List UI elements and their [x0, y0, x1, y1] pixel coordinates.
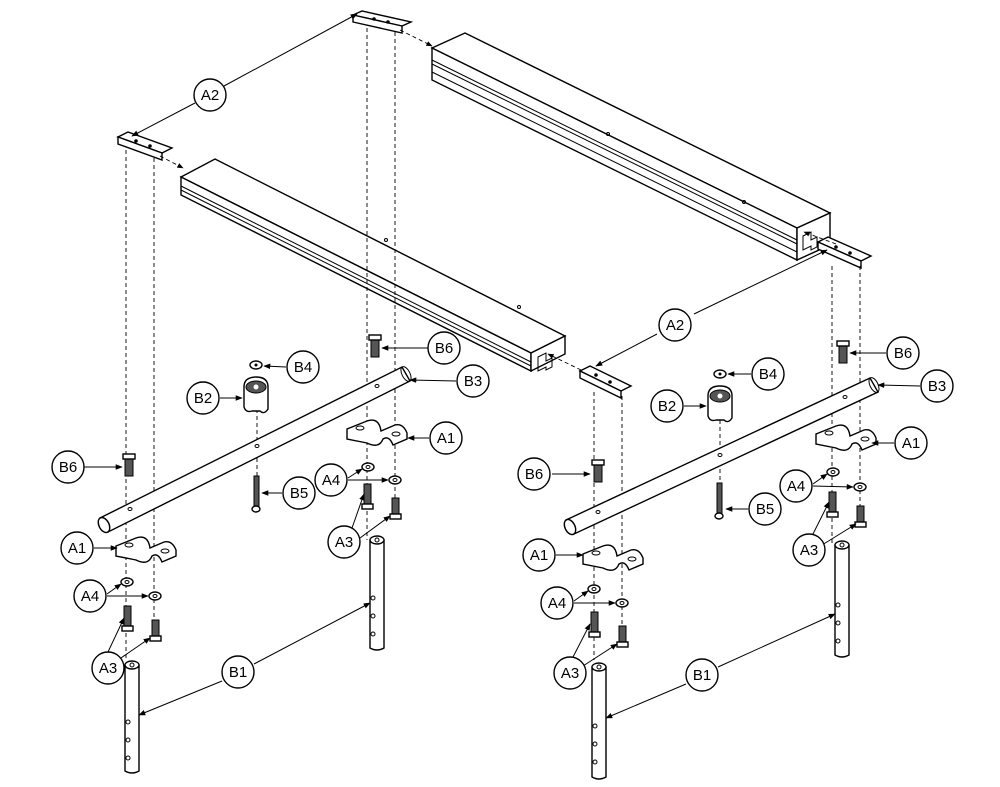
- callout-b5-left: B5: [282, 476, 316, 510]
- clamp-b2-left: [243, 376, 269, 414]
- leader-lines: [84, 13, 921, 719]
- svg-text:B6: B6: [435, 340, 453, 357]
- callout-b6-2: B6: [51, 450, 85, 484]
- svg-text:B3: B3: [464, 373, 482, 390]
- callout-a1-3: A1: [894, 426, 928, 460]
- leg-b1-4: [834, 540, 850, 658]
- bracket-a2-top-front: [116, 131, 174, 161]
- bracket-a2-right-back: [816, 236, 873, 270]
- svg-text:A3: A3: [99, 660, 117, 677]
- svg-text:A2: A2: [201, 87, 219, 104]
- saddle-a1-right-top: [815, 424, 877, 451]
- svg-text:B2: B2: [658, 398, 676, 415]
- svg-text:A1: A1: [437, 430, 455, 447]
- callout-b3-right: B3: [920, 369, 954, 403]
- callout-b5-right: B5: [748, 492, 782, 526]
- svg-text:A1: A1: [902, 435, 920, 452]
- svg-text:B6: B6: [59, 459, 77, 476]
- callout-b6-1: B6: [427, 331, 461, 365]
- svg-text:A3: A3: [800, 542, 818, 559]
- svg-text:B5: B5: [290, 485, 308, 502]
- saddle-a1-left-bottom: [115, 536, 177, 563]
- callout-a4-1: A4: [314, 463, 348, 497]
- callout-a2-left: A2: [193, 78, 227, 112]
- bracket-a2-right-front: [578, 365, 633, 400]
- svg-text:A4: A4: [81, 588, 99, 605]
- svg-text:A4: A4: [787, 478, 805, 495]
- callout-a4-3: A4: [779, 469, 813, 503]
- svg-text:B1: B1: [693, 667, 711, 684]
- svg-text:A4: A4: [322, 472, 340, 489]
- bracket-a2-top-back: [350, 10, 414, 34]
- saddle-a1-left-top: [346, 419, 408, 446]
- svg-text:A1: A1: [68, 540, 86, 557]
- callout-b6-4: B6: [517, 457, 551, 491]
- callout-b4-left: B4: [286, 350, 320, 384]
- leg-b1-3: [591, 662, 607, 780]
- callout-a1-4: A1: [522, 538, 556, 572]
- screws-b6: [122, 334, 850, 483]
- callout-b2-left: B2: [186, 381, 220, 415]
- rail-front: [179, 158, 567, 373]
- callout-b1-left: B1: [221, 655, 255, 689]
- bolts-b5: [251, 475, 724, 520]
- leg-b1-2: [369, 535, 385, 651]
- callout-b4-right: B4: [751, 357, 785, 391]
- callout-a1-1: A1: [429, 421, 463, 455]
- callout-a4-2: A4: [73, 579, 107, 613]
- callout-a4-4: A4: [540, 586, 574, 620]
- svg-text:A4: A4: [548, 595, 566, 612]
- callout-a2-right: A2: [658, 308, 692, 342]
- svg-text:B3: B3: [928, 378, 946, 395]
- washers-a4: [120, 462, 867, 608]
- callout-a1-2: A1: [60, 531, 94, 565]
- svg-text:B5: B5: [756, 501, 774, 518]
- svg-text:A2: A2: [666, 317, 684, 334]
- svg-text:A3: A3: [561, 665, 579, 682]
- callout-a3-1: A3: [327, 525, 361, 559]
- svg-text:B2: B2: [194, 390, 212, 407]
- leg-b1-1: [124, 660, 140, 774]
- callout-b1-right: B1: [685, 658, 719, 692]
- callout-b2-right: B2: [650, 389, 684, 423]
- svg-text:B4: B4: [759, 366, 777, 383]
- callout-a3-3: A3: [792, 533, 826, 567]
- svg-text:B4: B4: [294, 359, 312, 376]
- svg-text:B1: B1: [229, 664, 247, 681]
- saddle-a1-right-bottom: [582, 544, 644, 571]
- clamp-b2-right: [707, 385, 733, 423]
- callout-b6-3: B6: [886, 336, 920, 370]
- callout-a3-4: A3: [553, 656, 587, 690]
- rail-back: [430, 32, 832, 262]
- callout-a3-2: A3: [91, 651, 125, 685]
- svg-text:A3: A3: [335, 534, 353, 551]
- callout-b3-left: B3: [456, 364, 490, 398]
- svg-text:B6: B6: [525, 466, 543, 483]
- nuts-b4: [249, 360, 727, 379]
- svg-text:A1: A1: [530, 547, 548, 564]
- svg-text:B6: B6: [894, 345, 912, 362]
- screws-a3: [121, 483, 867, 648]
